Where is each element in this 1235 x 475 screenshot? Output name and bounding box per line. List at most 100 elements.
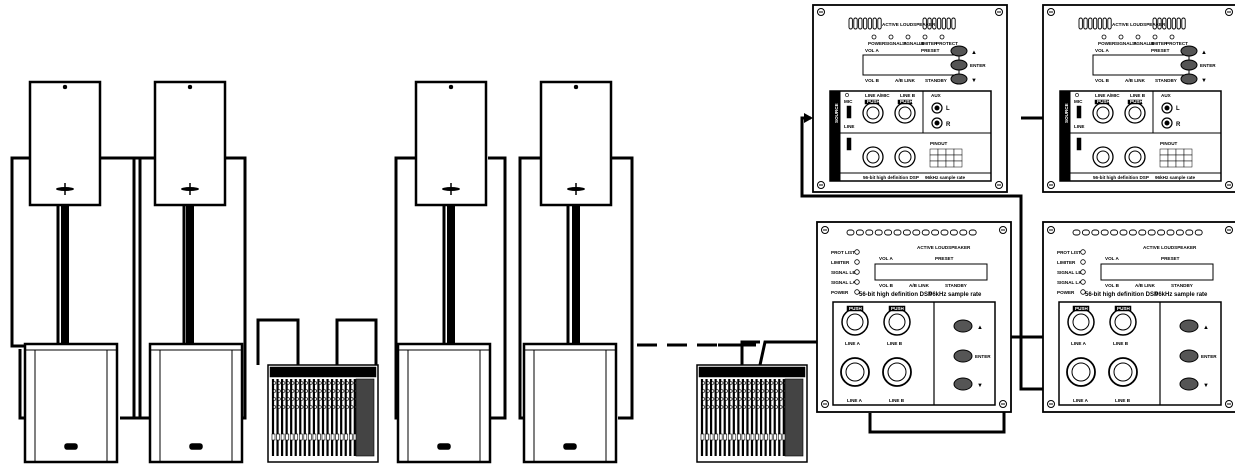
rate-text: 96kHz sample rate <box>925 175 966 180</box>
vent-slot <box>893 229 902 236</box>
cable-12 <box>488 156 507 420</box>
led-label: SIGNAL LA <box>1057 280 1082 285</box>
mixer-knob <box>341 381 345 385</box>
mixer-knob <box>277 405 281 409</box>
side-label-bar <box>1059 90 1071 182</box>
mixer-knob <box>747 381 751 385</box>
mixer-fader <box>700 433 705 441</box>
mixer-knob <box>756 389 760 393</box>
cable-8 <box>256 318 300 365</box>
vent-slot <box>902 229 911 236</box>
led-label: PROTECT <box>1166 41 1188 46</box>
enter-label: ENTER <box>975 354 991 359</box>
vent-slot <box>1194 229 1203 236</box>
mixer-knob <box>779 405 783 409</box>
status-led <box>1169 34 1175 40</box>
mixer-fader <box>298 433 303 441</box>
mixer-fader <box>289 433 294 441</box>
vent-slot <box>927 17 932 30</box>
mixer-knob <box>300 389 304 393</box>
mixer-knob <box>345 381 349 385</box>
mixer-knob <box>774 405 778 409</box>
status-led <box>1118 34 1124 40</box>
xlr-out-inner <box>1071 362 1091 382</box>
mixer-knob <box>323 397 327 401</box>
mixer-knob <box>770 397 774 401</box>
mixer-knob <box>313 381 318 385</box>
lcd-display <box>1092 54 1190 76</box>
dsp-text: 56-bit high definition DSP <box>1085 292 1158 298</box>
mixer-knob <box>761 397 765 401</box>
mixer-knob <box>277 381 281 385</box>
pinout-table-cell <box>1183 148 1193 156</box>
cable-17 <box>740 340 760 365</box>
line-a-label: LINE A <box>845 341 861 346</box>
mixer-knob <box>779 397 783 401</box>
mixer-knob <box>779 389 783 393</box>
mode-switch <box>1076 137 1082 151</box>
control-button <box>1179 349 1199 363</box>
aux-label: AUX <box>1161 93 1172 98</box>
subwoofer-1 <box>23 342 119 464</box>
up-arrow-icon: ▲ <box>971 50 977 56</box>
vent-slot <box>1157 17 1162 30</box>
cable-1 <box>10 156 32 348</box>
mixer-fader <box>335 433 339 441</box>
xlr-jack-inner <box>898 106 912 120</box>
mixer-knob <box>304 397 309 401</box>
line-a-mic-label: LINE A/MIC <box>1095 93 1120 98</box>
preset-label: PRESET <box>1161 256 1180 261</box>
push-label: PUSH <box>891 306 904 311</box>
side-label: SOURCE <box>1064 103 1069 123</box>
mixer-knob <box>770 389 774 393</box>
top-speaker-2 <box>153 80 227 349</box>
rca-pin <box>1164 120 1170 126</box>
mixer-knob <box>282 381 286 385</box>
vent-slot <box>1097 17 1103 30</box>
combo-jack-inner <box>1114 313 1132 331</box>
control-button <box>953 377 973 391</box>
push-tab <box>1114 305 1132 312</box>
mixer-knob <box>779 381 783 385</box>
vol-a-label: VOL A <box>1095 48 1109 53</box>
pinout-table-cell <box>1159 148 1169 156</box>
mixer-knob <box>720 397 724 401</box>
vent-slot <box>1102 17 1107 30</box>
status-led <box>1080 289 1086 295</box>
vol-b-label: VOL B <box>865 78 880 83</box>
mixer-fader <box>773 433 778 441</box>
subwoofer-2 <box>148 342 244 464</box>
pinout-table-cell <box>1167 160 1177 168</box>
status-led <box>1101 34 1107 40</box>
mixer-knob <box>738 381 742 385</box>
pinout-table-cell <box>953 154 963 162</box>
vol-b-label: VOL B <box>1105 283 1120 288</box>
line-b-label: LINE B <box>1115 398 1131 403</box>
subwoofer-badge <box>189 443 203 450</box>
cable-19 <box>800 116 1075 391</box>
mixer-knob <box>765 389 769 393</box>
pinout-table-cell <box>945 148 955 156</box>
vent-slot <box>1110 229 1119 236</box>
pinout-label: PINOUT <box>1160 141 1178 146</box>
mixer-knob <box>761 389 765 393</box>
mixer-knob <box>300 397 304 401</box>
led-label: SIGNAL A <box>885 41 907 46</box>
vent-slot <box>858 17 863 30</box>
mixer-knob <box>747 405 751 409</box>
vent-slot <box>1138 229 1147 236</box>
led-label: POWER <box>1098 41 1116 46</box>
mixer-knob <box>729 405 733 409</box>
push-label: PUSH <box>867 99 880 104</box>
mixer-knob <box>273 405 277 409</box>
mixer-knob <box>756 405 760 409</box>
push-label: PUSH <box>1130 99 1143 104</box>
mixer-fader <box>709 433 714 441</box>
up-arrow-icon: ▲ <box>1203 325 1209 331</box>
push-tab <box>1127 99 1143 105</box>
active-loudspeaker-label: ACTIVE LOUDSPEAKER <box>917 245 971 250</box>
rca-pin <box>934 105 940 111</box>
push-tab <box>1072 305 1090 312</box>
line-b-label: LINE B <box>900 93 916 98</box>
